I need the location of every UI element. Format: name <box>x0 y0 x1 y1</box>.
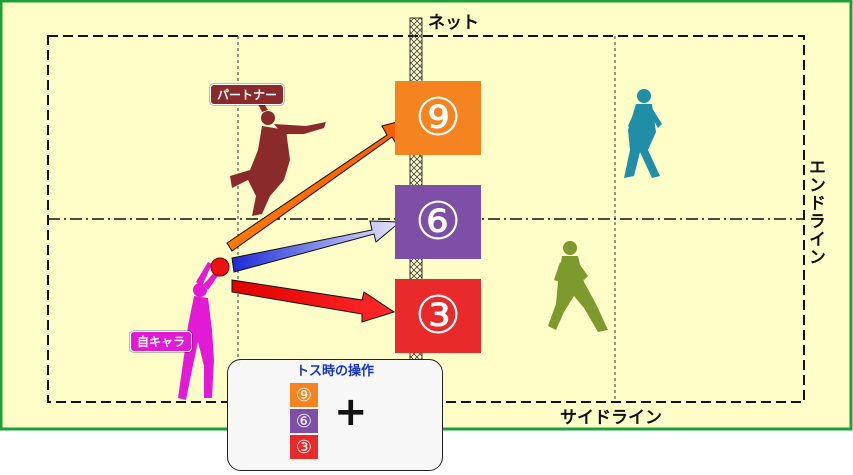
net-label: ネット <box>428 13 479 33</box>
toss-target-9: ⑨ <box>395 81 481 155</box>
self-player <box>178 262 222 400</box>
toss-arrow-6 <box>231 220 402 273</box>
toss-target-9-label: ⑨ <box>414 88 462 148</box>
opponent-player-top <box>624 89 662 178</box>
toss-arrow-3 <box>231 279 396 323</box>
partner-label: パートナー <box>210 84 285 105</box>
side-line-label: サイドライン <box>560 408 662 428</box>
self-label: 自キャラ <box>130 331 193 352</box>
control-toss-3: ③ <box>290 435 318 459</box>
toss-target-3-label: ③ <box>414 286 462 346</box>
control-toss-6: ⑥ <box>290 409 318 433</box>
toss-target-3: ③ <box>395 279 481 353</box>
opponent-player-bottom <box>548 241 608 332</box>
controls-panel: トス時の操作 <box>227 359 443 471</box>
end-line-label: エンドライン <box>805 158 825 266</box>
plus-sign: + <box>334 389 368 435</box>
ball <box>210 257 230 277</box>
toss-target-6-label: ⑥ <box>414 192 462 252</box>
toss-target-6: ⑥ <box>395 185 481 259</box>
controls-title: トス時の操作 <box>295 364 374 379</box>
control-toss-9: ⑨ <box>290 383 318 407</box>
